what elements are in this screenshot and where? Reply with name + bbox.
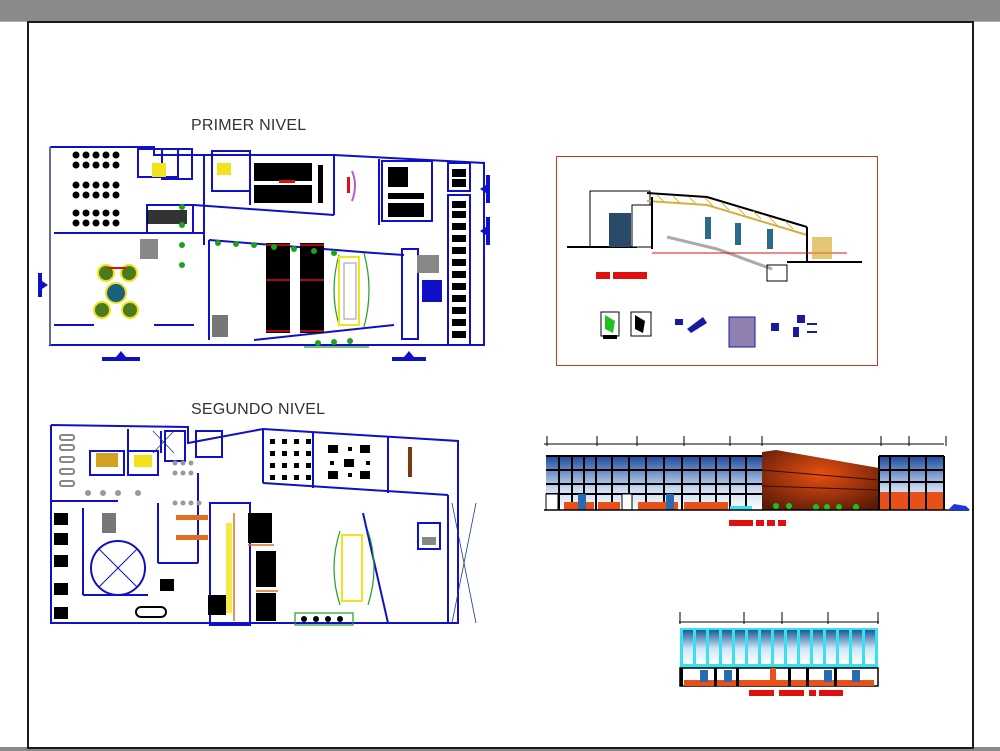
elevation-side[interactable] — [674, 606, 884, 698]
viewer-left-margin — [0, 22, 27, 751]
viewer-toolbar — [0, 0, 1000, 22]
drawing-sheet[interactable]: PRIMER NIVEL — [27, 21, 974, 749]
plan-title-level-1: PRIMER NIVEL — [191, 117, 307, 134]
plan-title-level-2: SEGUNDO NIVEL — [191, 401, 326, 418]
floor-plan-level-1[interactable] — [34, 145, 494, 365]
floor-plan-level-2[interactable] — [48, 423, 478, 631]
elevation-main[interactable] — [534, 430, 979, 530]
cross-section-panel[interactable] — [556, 156, 878, 366]
viewer-right-margin — [973, 22, 1000, 751]
viewer-bottom-edge — [0, 747, 1000, 751]
